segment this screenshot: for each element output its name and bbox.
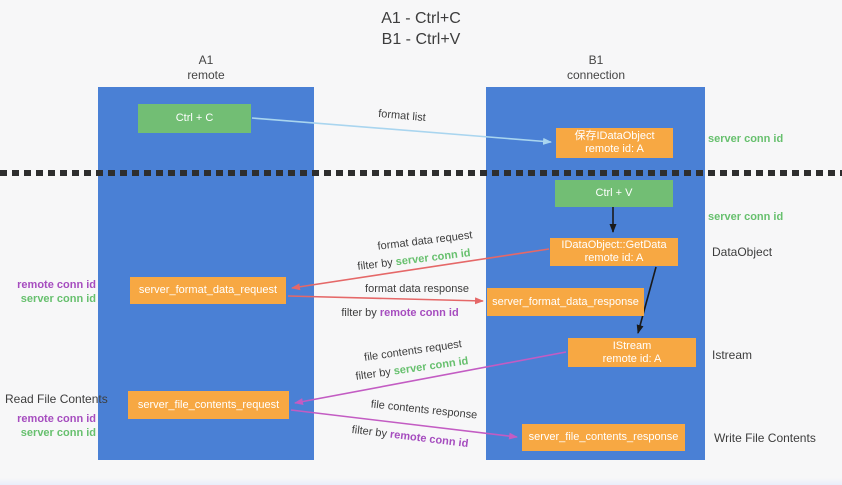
- node-server-format-data-response: server_format_data_response: [487, 288, 644, 316]
- lifeline-a1-name: A1: [198, 53, 214, 67]
- istream-label: Istream: [712, 348, 753, 362]
- read-file-contents-label: Read File Contents: [5, 392, 108, 406]
- remote-conn-id-label: remote conn id: [17, 279, 96, 291]
- label-filter-by-server-conn-id-1: filter by server conn id: [357, 247, 471, 273]
- label-file-contents-response: file contents response: [370, 398, 478, 422]
- remote-conn-id-text: remote conn id: [389, 428, 469, 451]
- lifeline-b1-name: B1: [588, 53, 604, 67]
- server-conn-id-label: server conn id: [20, 293, 96, 305]
- dataobject-label: DataObject: [712, 245, 773, 259]
- arrow-format-data-response: [287, 295, 484, 305]
- label-format-data-response: format data response: [365, 283, 469, 295]
- node-idataobject-getdata: IDataObject::GetData remote id: A: [550, 238, 678, 266]
- lifeline-a1-header: A1 remote: [146, 53, 266, 83]
- bottom-fade: [0, 478, 842, 485]
- server-conn-id-text: server conn id: [392, 355, 470, 378]
- node-ctrl-v: Ctrl + V: [555, 180, 673, 207]
- lifeline-b1-header: B1 connection: [536, 53, 656, 83]
- diagram-title: A1 - Ctrl+C B1 - Ctrl+V: [0, 8, 842, 50]
- server-conn-id-label: server conn id: [708, 133, 784, 145]
- label-filter-by-remote-conn-id-1: filter by remote conn id: [341, 307, 458, 319]
- node-getdata-title: IDataObject::GetData: [561, 239, 667, 251]
- remote-conn-id-text: remote conn id: [379, 307, 459, 319]
- dotted-divider: [0, 170, 842, 176]
- node-format-request-label: server_format_data_request: [138, 284, 278, 296]
- server-conn-id-label: server conn id: [708, 211, 784, 223]
- server-conn-id-text: server conn id: [395, 247, 472, 269]
- node-format-response-label: server_format_data_response: [492, 295, 639, 308]
- server-conn-id-label: server conn id: [20, 427, 96, 439]
- node-ctrl-v-label: Ctrl + V: [595, 187, 633, 199]
- node-getdata-subtitle: remote id: A: [584, 252, 644, 264]
- node-server-file-contents-request: server_file_contents_request: [128, 391, 289, 419]
- node-istream-subtitle: remote id: A: [602, 352, 662, 365]
- node-server-format-data-request: server_format_data_request: [130, 277, 286, 304]
- node-save-idataobject-subtitle: remote id: A: [585, 143, 644, 155]
- node-file-request-label: server_file_contents_request: [137, 398, 280, 411]
- node-save-idataobject: 保存IDataObject remote id: A: [556, 128, 673, 158]
- filter-by-text: filter by: [356, 256, 397, 273]
- node-istream: IStream remote id: A: [568, 338, 696, 367]
- title-line-2: B1 - Ctrl+V: [381, 31, 461, 48]
- node-ctrl-c: Ctrl + C: [138, 104, 251, 133]
- filter-by-text: filter by: [354, 365, 395, 383]
- lifeline-b1-role: connection: [566, 68, 626, 82]
- node-ctrl-c-label: Ctrl + C: [175, 112, 214, 124]
- node-server-file-contents-response: server_file_contents_response: [522, 424, 685, 451]
- label-format-list: format list: [377, 107, 427, 125]
- node-istream-title: IStream: [612, 339, 652, 352]
- title-line-1: A1 - Ctrl+C: [381, 10, 461, 27]
- conn-id-stack-1: remote conn id server conn id: [10, 278, 96, 306]
- node-save-idataobject-title: 保存IDataObject: [574, 130, 655, 142]
- filter-by-text: filter by: [351, 423, 391, 441]
- node-file-response-label: server_file_contents_response: [528, 431, 679, 443]
- lifeline-a1-role: remote: [187, 68, 225, 82]
- conn-id-stack-2: remote conn id server conn id: [10, 412, 96, 440]
- filter-by-text: filter by: [341, 307, 380, 319]
- write-file-contents-label: Write File Contents: [714, 431, 816, 445]
- label-filter-by-remote-conn-id-2: filter by remote conn id: [351, 424, 469, 450]
- remote-conn-id-label: remote conn id: [17, 413, 96, 425]
